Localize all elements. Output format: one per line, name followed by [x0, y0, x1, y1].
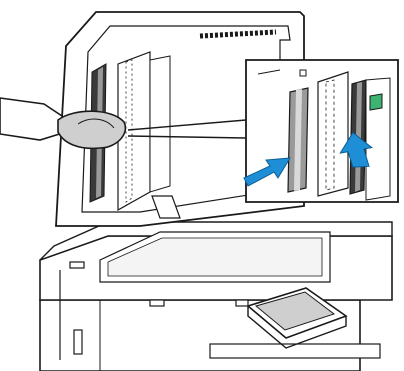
detail-inset	[246, 60, 398, 202]
